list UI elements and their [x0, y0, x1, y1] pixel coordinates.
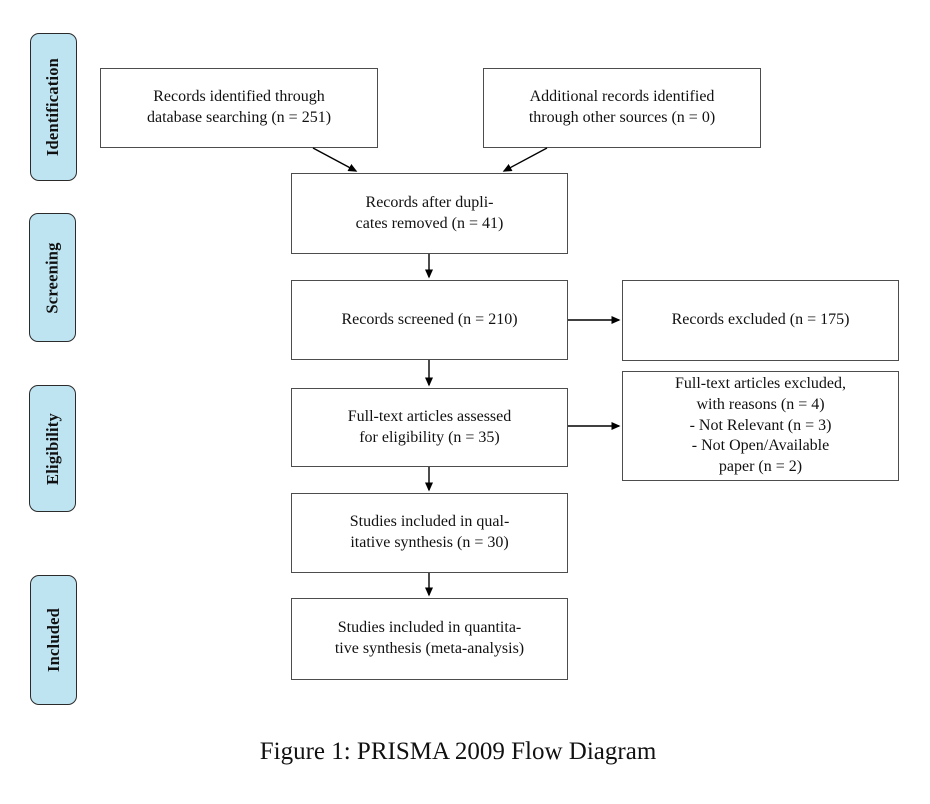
stage-label-screening: Screening [29, 213, 76, 342]
stage-label-included-text: Included [43, 608, 63, 672]
box-fulltext-excluded: Full-text articles excluded, with reason… [622, 371, 899, 481]
stage-label-included: Included [30, 575, 77, 705]
stage-label-identification-text: Identification [43, 57, 63, 157]
box-fulltext-assessed: Full-text articles assessed for eligibil… [291, 388, 568, 467]
arrow-identified-to-duplicates [312, 147, 358, 172]
box-records-identified: Records identified through database sear… [100, 68, 378, 148]
arrow-additional-to-duplicates [502, 147, 548, 172]
box-records-excluded: Records excluded (n = 175) [622, 280, 899, 361]
stage-label-identification: Identification [30, 33, 77, 181]
box-records-screened: Records screened (n = 210) [291, 280, 568, 360]
box-records-after-duplicates: Records after dupli- cates removed (n = … [291, 173, 568, 254]
stage-label-eligibility-text: Eligibility [42, 412, 62, 485]
stage-label-screening-text: Screening [42, 241, 62, 314]
figure-caption: Figure 1: PRISMA 2009 Flow Diagram [259, 738, 657, 765]
box-qualitative-synthesis: Studies included in qual- itative synthe… [291, 493, 568, 573]
stage-label-eligibility: Eligibility [29, 385, 76, 512]
box-additional-records: Additional records identified through ot… [483, 68, 761, 148]
box-quantitative-synthesis: Studies included in quantita- tive synth… [291, 598, 568, 680]
